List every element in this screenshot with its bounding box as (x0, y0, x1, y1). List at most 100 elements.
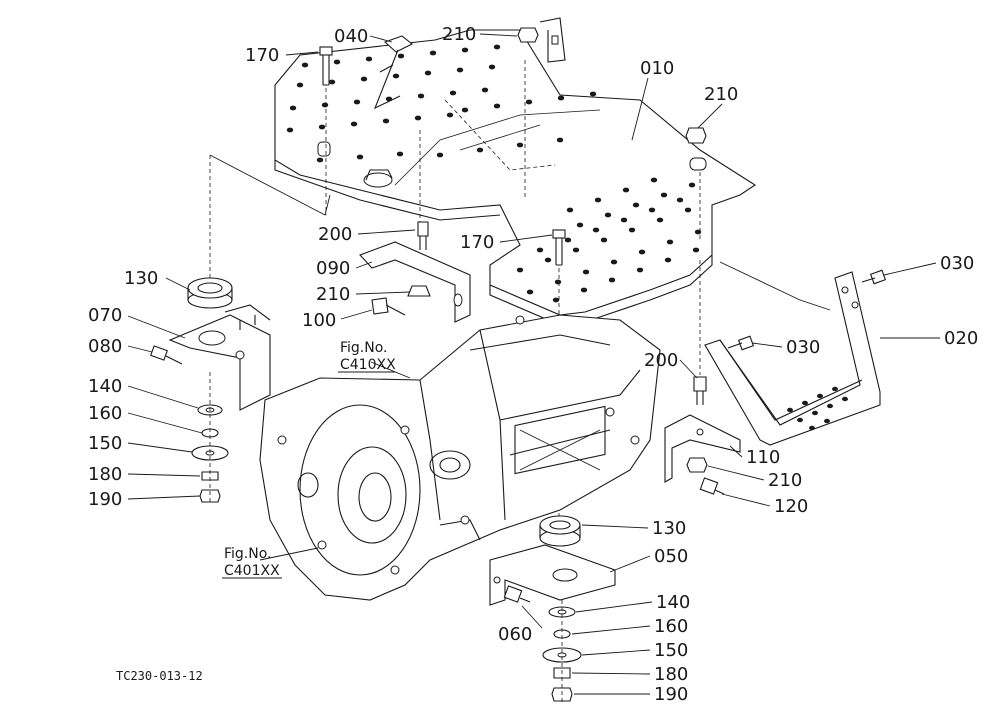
label-100: 100 (302, 310, 336, 331)
tread-hole (592, 227, 600, 233)
label-030-top: 030 (940, 253, 974, 274)
label-130-left: 130 (124, 268, 158, 289)
label-210-bracket: 210 (768, 470, 802, 491)
tread-hole (328, 79, 336, 85)
label-190-left: 190 (88, 489, 122, 510)
tread-hole (536, 247, 544, 253)
rubber-mount-130-left (187, 155, 233, 309)
tread-hole (493, 103, 501, 109)
tread-hole (604, 212, 612, 218)
fig-ref-c410-line2: C410XX (340, 357, 396, 373)
step-hole (842, 396, 848, 402)
nut-210-top (517, 17, 566, 63)
connector-line-left (209, 154, 331, 216)
label-180-left: 180 (88, 464, 122, 485)
step-hole (812, 410, 818, 416)
label-060: 060 (498, 624, 532, 645)
tread-hole (600, 237, 608, 243)
tread-hole (608, 277, 616, 283)
tread-hole (688, 182, 696, 188)
tread-holes (286, 44, 702, 303)
label-120: 120 (774, 496, 808, 517)
fig-ref-c410: Fig.No. C410XX (338, 340, 396, 373)
tread-hole (316, 157, 324, 163)
fig-ref-c401: Fig.No. C401XX (222, 546, 282, 579)
tread-hole (446, 112, 454, 118)
tread-hole (461, 47, 469, 53)
drawing-code: TC230-013-12 (116, 669, 203, 683)
rubber-mount-130-bottom (539, 515, 581, 547)
tread-hole (526, 289, 534, 295)
step-hole (827, 403, 833, 409)
tread-hole (594, 197, 602, 203)
label-070: 070 (88, 305, 122, 326)
tread-hole (301, 62, 309, 68)
pedal (363, 35, 414, 188)
bracket-050 (489, 544, 616, 606)
label-160-left: 160 (88, 403, 122, 424)
nut-210-right (685, 127, 707, 144)
tread-hole (544, 257, 552, 263)
tread-hole (660, 192, 668, 198)
label-020: 020 (944, 328, 978, 349)
tread-hole (318, 124, 326, 130)
tread-hole (481, 87, 489, 93)
tread-hole (493, 44, 501, 50)
tread-hole (392, 73, 400, 79)
label-200-top: 200 (318, 224, 352, 245)
label-200-right: 200 (644, 350, 678, 371)
label-170-mid: 170 (460, 232, 494, 253)
tread-hole (589, 91, 597, 97)
tread-hole (286, 127, 294, 133)
tread-hole (333, 59, 341, 65)
tread-hole (417, 93, 425, 99)
label-130-bottom: 130 (652, 518, 686, 539)
bolt-080 (150, 345, 183, 365)
tread-hole (414, 115, 422, 121)
label-090: 090 (316, 258, 350, 279)
tread-hole (296, 82, 304, 88)
tread-hole (692, 247, 700, 253)
tread-hole (397, 53, 405, 59)
washer-stack-bottom (542, 600, 582, 705)
label-030-mid: 030 (786, 337, 820, 358)
connector-line-right (719, 261, 831, 311)
label-150-left: 150 (88, 433, 122, 454)
label-190-bottom: 190 (654, 684, 688, 705)
tread-hole (516, 267, 524, 273)
tread-hole (580, 287, 588, 293)
bracket-110 (664, 414, 741, 483)
washer-stack-left (191, 372, 229, 505)
label-210-top: 210 (442, 24, 476, 45)
tread-hole (628, 227, 636, 233)
tread-hole (576, 222, 584, 228)
tread-hole (620, 217, 628, 223)
tread-hole (638, 249, 646, 255)
tread-hole (552, 297, 560, 303)
step-hole (817, 393, 823, 399)
tread-hole (382, 118, 390, 124)
label-110: 110 (746, 447, 780, 468)
tread-hole (650, 177, 658, 183)
tread-hole (676, 197, 684, 203)
tread-hole (554, 279, 562, 285)
label-210-mid: 210 (316, 284, 350, 305)
step-hole (809, 425, 815, 431)
label-040: 040 (334, 26, 368, 47)
tread-hole (396, 151, 404, 157)
tread-hole (582, 269, 590, 275)
stud-200-left (417, 221, 429, 250)
tread-hole (476, 147, 484, 153)
tread-hole (321, 102, 329, 108)
tread-hole (488, 64, 496, 70)
tread-hole (666, 239, 674, 245)
label-140-bottom: 140 (656, 592, 690, 613)
tread-hole (525, 99, 533, 105)
tread-hole (694, 229, 702, 235)
tread-hole (461, 107, 469, 113)
fig-ref-c401-line1: Fig.No. (224, 546, 272, 562)
nut-210-bracket (686, 457, 708, 473)
tread-hole (449, 90, 457, 96)
